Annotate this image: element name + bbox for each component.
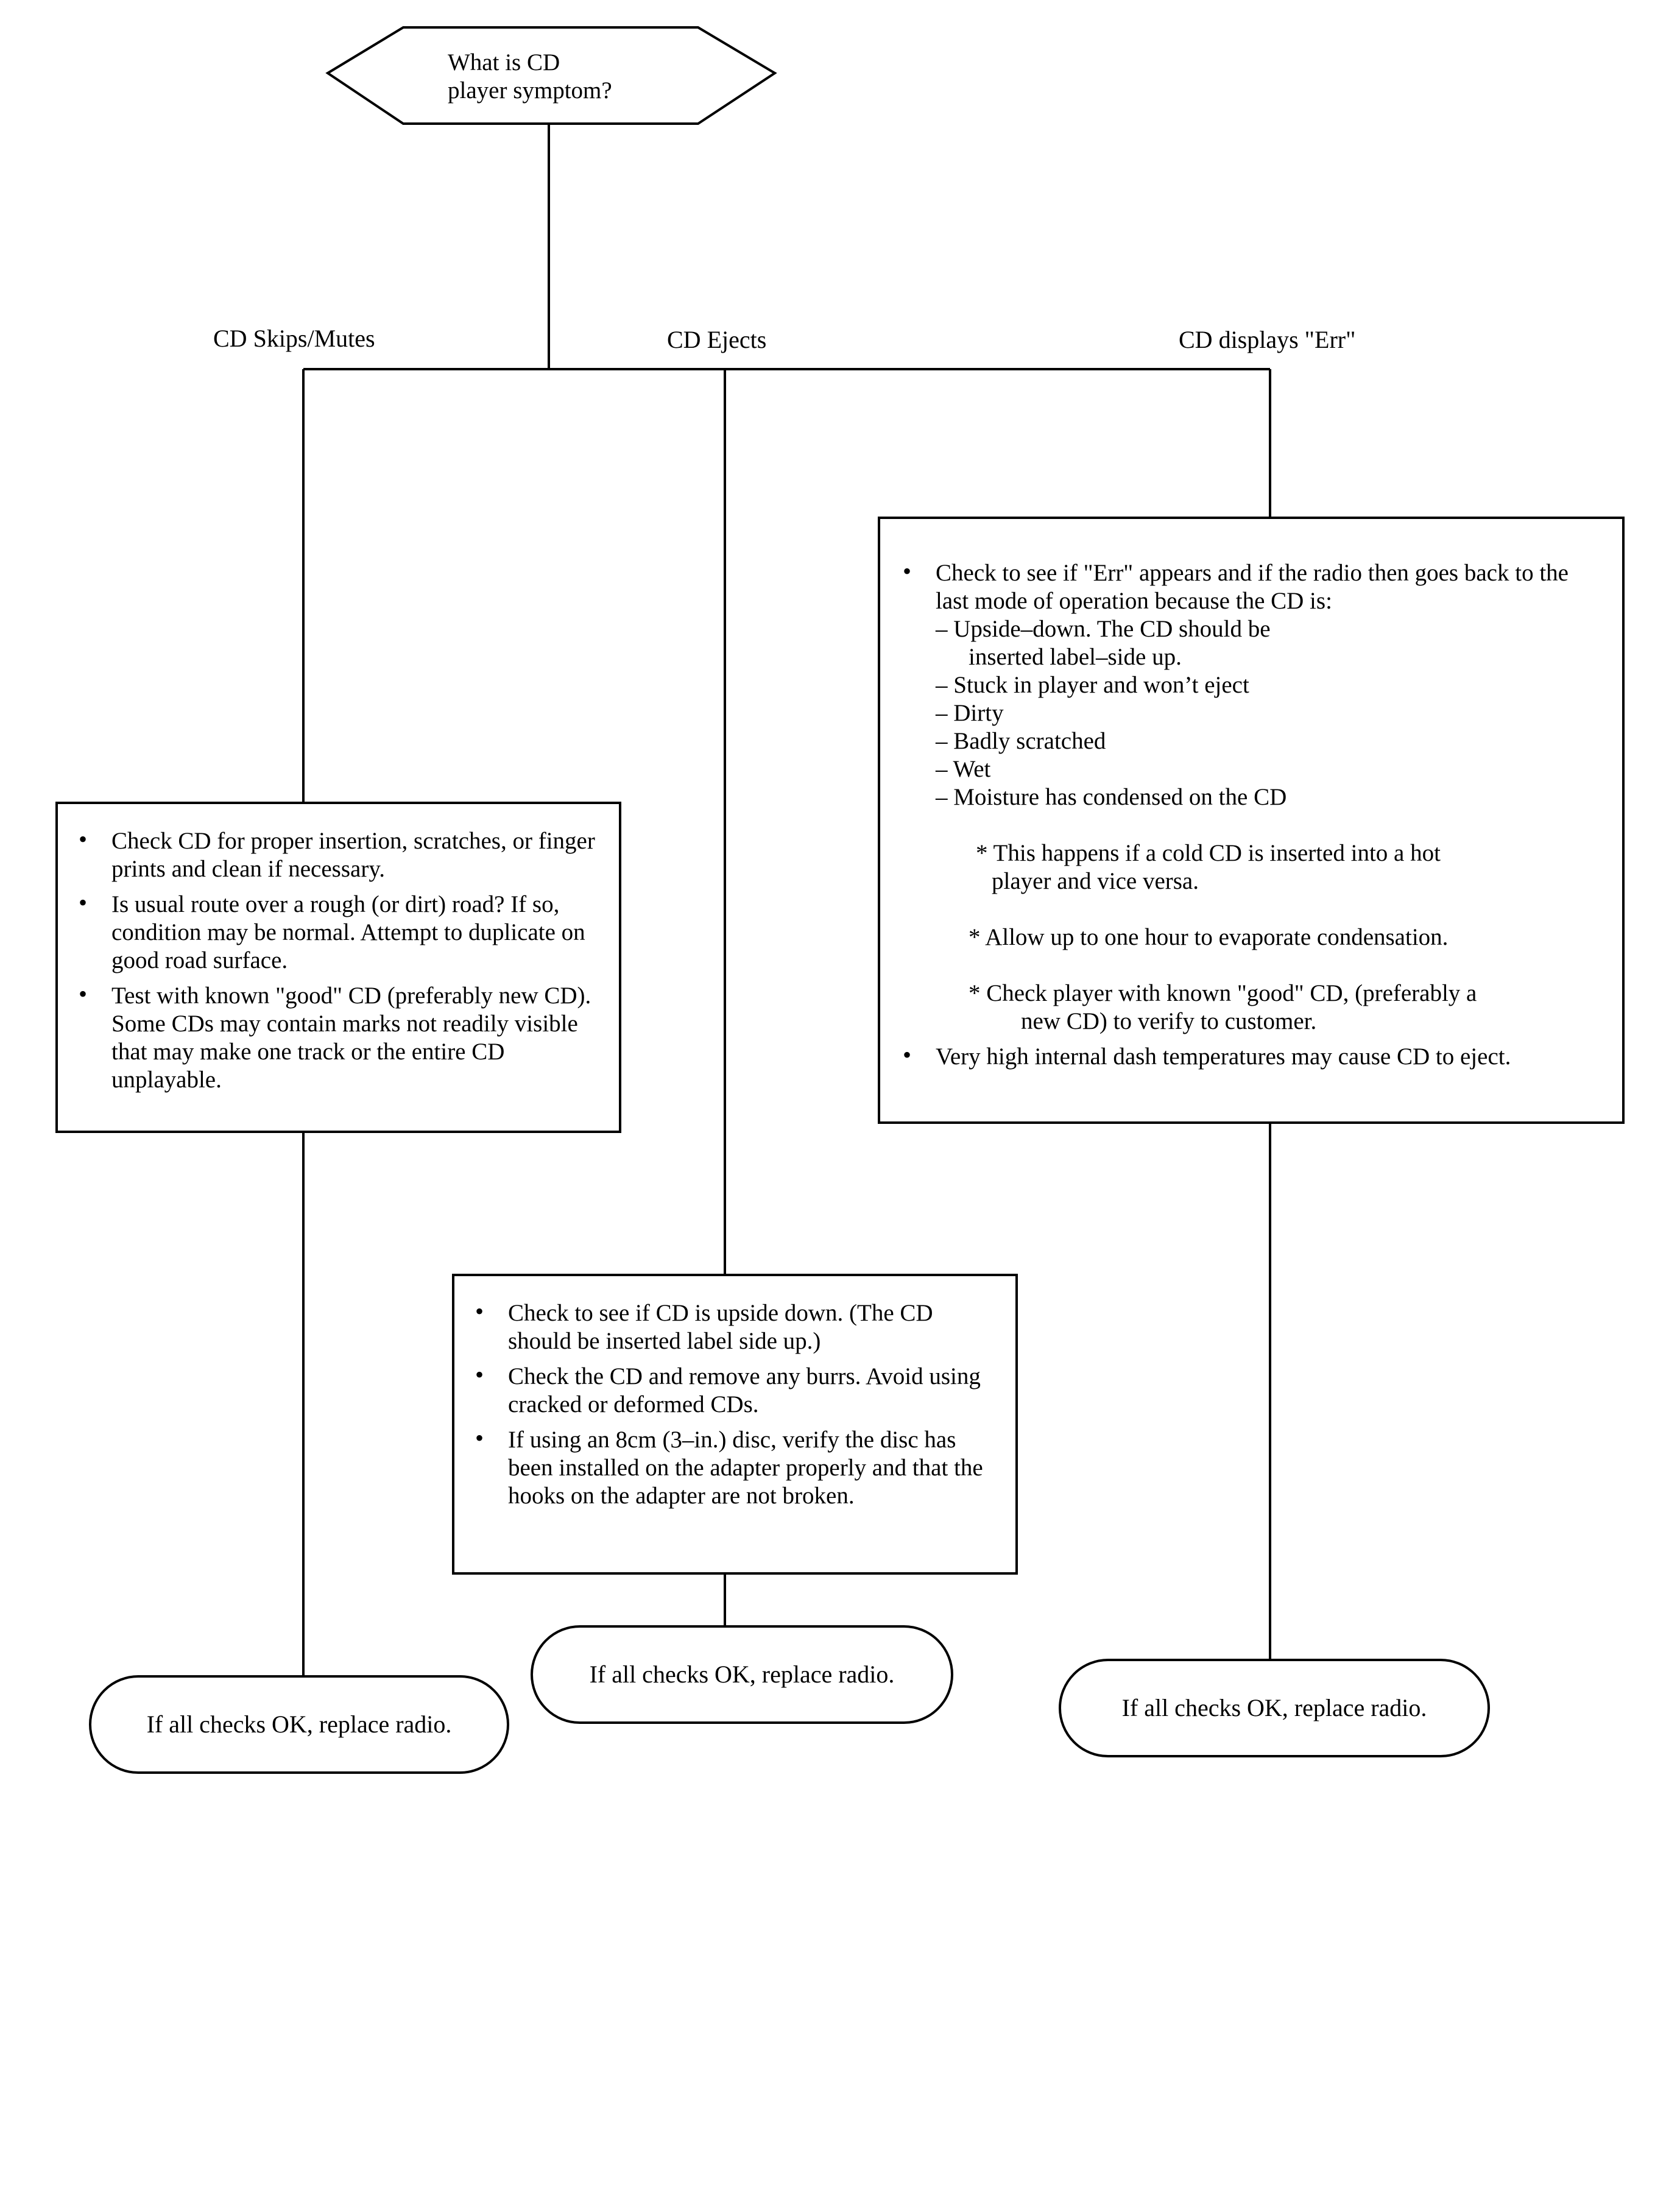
list-item: Check the CD and remove any burrs. Avoid… [473,1361,997,1419]
note-condensation: * Allow up to one hour to evaporate cond… [969,924,1449,950]
list-item: Test with known "good" CD (preferably ne… [76,980,600,1094]
list-item: If using an 8cm (3–in.) disc, verify the… [473,1424,997,1510]
list-item: Very high internal dash temperatures may… [900,1041,1607,1071]
branch-label-skips: CD Skips/Mutes [213,325,375,352]
left-terminal-text: If all checks OK, replace radio. [146,1710,452,1738]
middle-terminal-text: If all checks OK, replace radio. [589,1661,895,1688]
cause-dirty: – Dirty [936,700,1004,726]
start-decision-hexagon [325,26,777,125]
skips-check-list: Check CD for proper insertion, scratches… [76,825,600,1101]
cause-scratched: – Badly scratched [936,728,1106,754]
err-check-list: Check to see if "Err" appears and if the… [900,557,1607,1078]
start-question: What is CD player symptom? [448,49,612,105]
middle-terminal [531,1625,953,1724]
start-question-line1: What is CD [448,49,560,76]
list-item: Check CD for proper insertion, scratches… [76,825,600,883]
cause-upside-down: – Upside–down. The CD should be [936,616,1271,642]
branch-label-ejects: CD Ejects [667,326,767,353]
right-terminal [1059,1659,1490,1757]
list-item: Check to see if CD is upside down. (The … [473,1297,997,1355]
list-item: Is usual route over a rough (or dirt) ro… [76,889,600,975]
cause-moisture: – Moisture has condensed on the CD [936,784,1287,810]
cause-stuck: – Stuck in player and won’t eject [936,672,1249,698]
list-item: Check to see if "Err" appears and if the… [900,557,1607,1036]
right-terminal-text: If all checks OK, replace radio. [1121,1694,1427,1721]
branch-label-err: CD displays "Err" [1179,326,1356,353]
left-terminal [89,1675,509,1774]
note-cold-cd: * This happens if a cold CD is inserted … [976,840,1441,894]
cause-wet: – Wet [936,756,991,782]
cause-upside-down-cont: inserted label–side up. [969,644,1182,670]
start-question-line2: player symptom? [448,77,612,104]
note-known-good-cd: * Check player with known "good" CD, (pr… [969,980,1477,1034]
ejects-check-list: Check to see if CD is upside down. (The … [473,1297,997,1517]
